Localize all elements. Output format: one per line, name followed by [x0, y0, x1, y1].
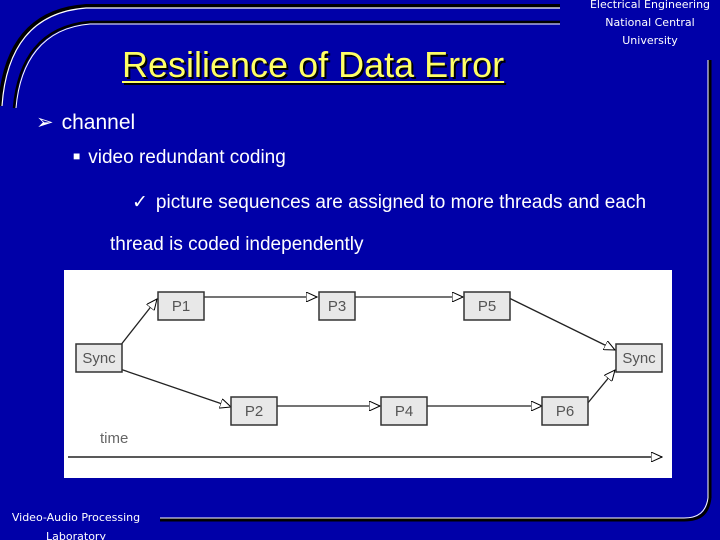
footer-line-1: Video-Audio Processing [11, 511, 141, 524]
thread-diagram: Sync P1 P3 P5 P2 P4 P6 Sync [64, 270, 672, 478]
node-p2-label: P2 [245, 403, 263, 420]
node-p1: P1 [157, 291, 205, 321]
edge-p6-sync [586, 370, 615, 405]
node-p6-label: P6 [556, 403, 574, 420]
bullet-level-2-text: video redundant coding [88, 147, 286, 168]
node-p5: P5 [463, 291, 511, 321]
node-p5-label: P5 [478, 298, 496, 315]
node-p4-label: P4 [395, 403, 413, 420]
org-line-2: National Central [605, 16, 695, 29]
edge-sync-p1 [119, 299, 157, 347]
node-sync-left: Sync [75, 343, 123, 373]
check-bullet-icon: ✓ [132, 192, 148, 213]
org-line-3: University [622, 34, 678, 47]
bullet-level-1: ➢ channel [36, 110, 135, 135]
node-p3: P3 [318, 291, 356, 321]
footer-lab-name: Video-Audio Processing Laboratory [6, 508, 146, 540]
footer-line-2: Laboratory [46, 530, 106, 540]
bullet-level-3-text: picture sequences are assigned to more t… [110, 192, 647, 255]
arrow-bullet-icon: ➢ [36, 111, 54, 134]
node-sync-right: Sync [615, 343, 663, 373]
node-p4: P4 [380, 396, 428, 426]
bullet-level-3: ✓picture sequences are assigned to more … [110, 182, 670, 266]
node-sync-left-label: Sync [82, 350, 116, 367]
bullet-level-2: ■ video redundant coding [73, 147, 286, 169]
bullet-level-1-text: channel [61, 111, 136, 134]
edge-p5-sync [508, 297, 615, 351]
time-label: time [100, 430, 128, 447]
edge-sync-p2 [119, 368, 231, 407]
node-sync-right-label: Sync [622, 350, 656, 367]
node-p2: P2 [230, 396, 278, 426]
org-name: Electrical Engineering National Central … [570, 0, 720, 50]
node-p6: P6 [541, 396, 589, 426]
node-p3-label: P3 [328, 298, 346, 315]
org-line-1: Electrical Engineering [589, 0, 711, 11]
node-p1-label: P1 [172, 298, 190, 315]
square-bullet-icon: ■ [73, 149, 81, 163]
slide-title: Resilience of Data Error [122, 44, 505, 85]
